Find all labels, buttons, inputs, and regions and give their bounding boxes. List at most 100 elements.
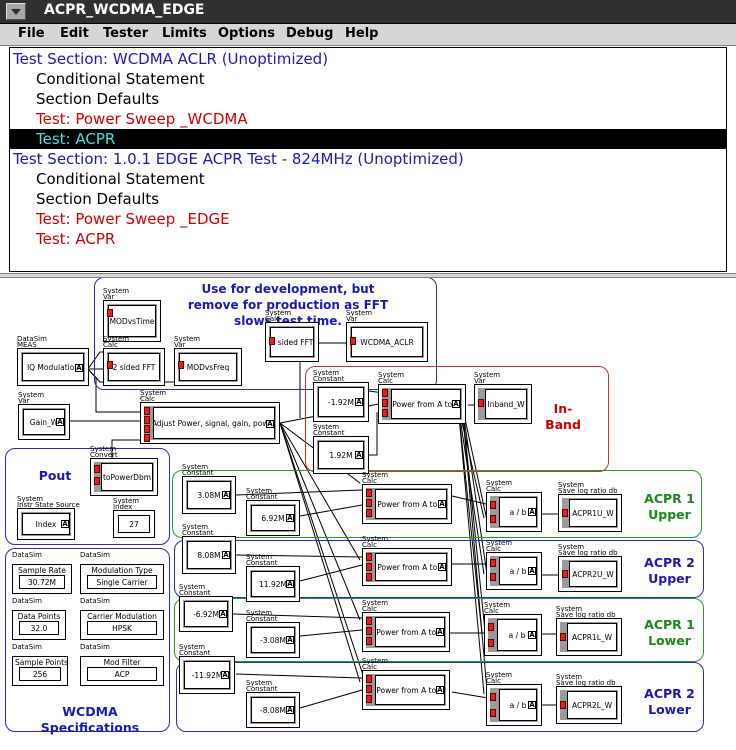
output-port-icon[interactable]: A [221, 671, 229, 679]
output-port-icon[interactable]: A [528, 631, 536, 639]
ratio-upper1-block[interactable]: System Calc a / b A [486, 480, 542, 532]
output-port-icon[interactable]: A [56, 418, 64, 426]
development-note: Use for development, but remove for prod… [187, 282, 389, 328]
window-menu-icon[interactable] [6, 3, 26, 20]
power-a-to-c-inband-block[interactable]: System Calc Power from A to C A [378, 372, 466, 424]
pout-label: Pout [38, 468, 72, 483]
wcdma-aclr-block[interactable]: System Var WCDMA_ACLR [346, 310, 428, 362]
output-port-icon[interactable]: A [355, 451, 363, 459]
block-label: -3.08M [251, 627, 295, 653]
output-port-icon[interactable]: A [286, 636, 294, 644]
modvstime-block[interactable]: System Var MODvsTime [103, 288, 161, 342]
menu-help[interactable]: Help [345, 26, 379, 41]
tree-section-edge[interactable]: Test Section: 1.0.1 EDGE ACPR Test - 824… [13, 150, 464, 168]
acpr1-upper-label: ACPR 1 Upper [644, 491, 695, 522]
output-port-icon[interactable]: A [528, 567, 536, 575]
output-port-icon[interactable]: A [528, 701, 536, 709]
output-port-icon[interactable]: A [438, 563, 446, 571]
acpr2-lower-group [176, 662, 704, 732]
output-port-icon[interactable]: A [222, 491, 230, 499]
menu-edit[interactable]: Edit [60, 26, 89, 41]
menu-debug[interactable]: Debug [286, 26, 334, 41]
modvsfreq-block[interactable]: System Var MODvsFreq [174, 336, 242, 386]
output-port-icon[interactable]: A [438, 500, 446, 508]
tree-item-power-sweep-edge[interactable]: Test: Power Sweep _EDGE [36, 210, 230, 228]
block-label: Power from A to C [375, 617, 445, 647]
menu-tester[interactable]: Tester [103, 26, 149, 41]
fft2-block-left[interactable]: System Calc 2 sided FFT [103, 336, 165, 386]
to-power-dbm-block[interactable]: System Convert toPowerDbm [90, 446, 158, 496]
output-port-icon[interactable]: A [286, 580, 294, 588]
output-port-icon[interactable]: A [528, 508, 536, 516]
acpr1-upper-group [172, 470, 702, 538]
tree-item-power-sweep-wcdma[interactable]: Test: Power Sweep _WCDMA [36, 110, 248, 128]
output-port-icon[interactable]: A [75, 364, 83, 372]
tree-item-section-defaults-2[interactable]: Section Defaults [36, 190, 160, 208]
spec-value: 256 [19, 667, 61, 681]
menu-bar: File Edit Tester Limits Options Debug He… [0, 24, 736, 46]
pane-splitter[interactable] [0, 273, 736, 278]
adjust-power-block[interactable]: System Calc Adjust Power, signal, gain, … [140, 390, 280, 444]
output-port-icon[interactable]: A [436, 628, 444, 636]
tree-item-acpr-edge[interactable]: Test: ACPR [36, 230, 116, 248]
index-27-block[interactable]: System Index 27 [113, 498, 155, 538]
output-port-icon[interactable]: A [266, 420, 274, 428]
tree-section-wcdma[interactable]: Test Section: WCDMA ACLR (Unoptimized) [13, 50, 329, 68]
output-port-icon[interactable]: A [452, 400, 460, 408]
tree-item-section-defaults[interactable]: Section Defaults [36, 90, 160, 108]
acpr2u-w-block[interactable]: System Save log ratio db ACPR2U_W [558, 544, 622, 592]
fft2-block-right[interactable]: System Calc 2 sided FFT [265, 310, 319, 362]
tree-item-conditional[interactable]: Conditional Statement [36, 70, 205, 88]
output-port-icon[interactable]: A [286, 706, 294, 714]
spec-value: 32.0 [19, 621, 59, 635]
output-port-icon[interactable]: A [219, 610, 227, 618]
output-port-icon[interactable]: A [355, 398, 363, 406]
inband-w-block[interactable]: System Var Inband_W [474, 372, 532, 424]
acpr1u-w-block[interactable]: System Save log ratio db ACPR1U_W [558, 482, 622, 532]
menu-file[interactable]: File [18, 26, 45, 41]
output-port-icon[interactable]: A [436, 686, 444, 694]
ratio-lower2-block[interactable]: System Calc a / b A [486, 672, 542, 726]
tree-item-acpr-selected[interactable]: Test: ACPR [10, 129, 726, 149]
power-a-to-c-upper2-block[interactable]: System Calc Power from A to C A [362, 536, 452, 586]
block-label: 11.92M [251, 571, 295, 597]
tree-item-conditional-2[interactable]: Conditional Statement [36, 170, 205, 188]
acpr1l-w-block[interactable]: System Save log ratio db ACPR1L_W [556, 606, 622, 656]
wcdma-spec-group [5, 548, 170, 732]
output-port-icon[interactable]: A [286, 514, 294, 522]
inband-label: In- Band [545, 401, 581, 432]
block-label: a / b [499, 689, 537, 721]
menu-limits[interactable]: Limits [162, 26, 207, 41]
ratio-lower1-block[interactable]: System Calc a / b A [484, 602, 542, 656]
output-port-icon[interactable]: A [61, 520, 69, 528]
power-a-to-c-lower2-block[interactable]: System Calc Power from A to C A [362, 658, 450, 710]
wcdma-spec-label: WCDMA Specifications [40, 704, 140, 735]
power-a-to-c-lower1-block[interactable]: System Calc Power from A to C A [362, 600, 450, 652]
pout-group [5, 448, 170, 545]
menu-options[interactable]: Options [218, 26, 275, 41]
acpr2l-w-block[interactable]: System Save log ratio db ACPR2L_W [556, 674, 622, 724]
power-a-to-c-upper1-block[interactable]: System Calc Power from A to C A [362, 472, 452, 524]
output-port-icon[interactable]: A [222, 551, 230, 559]
window-title: ACPR_WCDMA_EDGE [44, 2, 205, 18]
ratio-upper2-block[interactable]: System Calc a / b A [486, 540, 542, 590]
